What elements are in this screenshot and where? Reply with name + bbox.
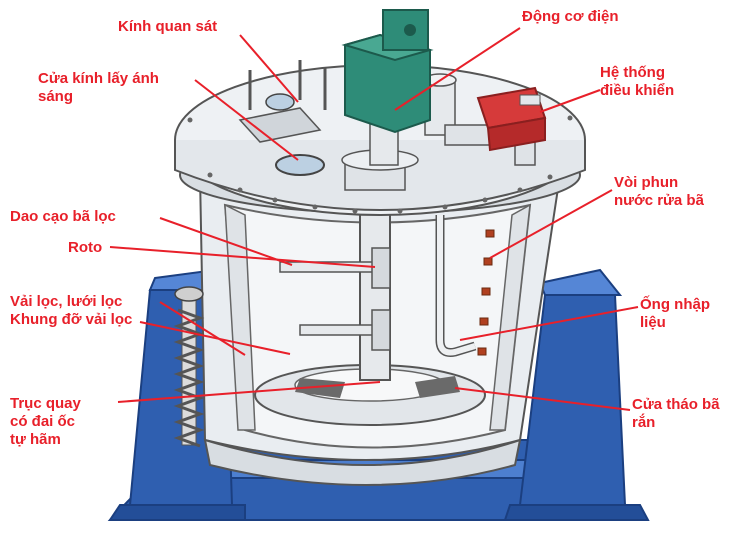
label-he-thong-line2: điều khiển bbox=[600, 82, 675, 99]
control-box bbox=[476, 86, 547, 152]
label-cua-kinh-line2: sáng bbox=[38, 88, 74, 105]
label-ong-nhap-line1: Ống nhập bbox=[640, 296, 710, 313]
leader-truc-quay bbox=[117, 381, 381, 403]
label-truc-quay-line1: Trục quay bbox=[10, 395, 81, 412]
label-roto: Roto bbox=[68, 239, 102, 257]
label-vai-loc: Vải lọc, lưới lọc Khung đỡ vải lọc bbox=[10, 293, 132, 329]
leader-roto bbox=[109, 246, 376, 268]
label-dong-co: Động cơ điện bbox=[522, 8, 619, 26]
leader-ong-nhap bbox=[459, 306, 639, 341]
label-vai-loc-line1: Vải lọc, lưới lọc bbox=[10, 293, 123, 310]
label-cua-thao-line2: rắn bbox=[632, 414, 656, 431]
leader-lines bbox=[109, 27, 639, 411]
label-ong-nhap: Ống nhập liệu bbox=[640, 296, 710, 332]
label-voi-phun-line2: nước rửa bã bbox=[614, 192, 704, 209]
leader-dao-cao bbox=[159, 217, 293, 266]
label-truc-quay: Trục quay có đai ốc tự hãm bbox=[10, 395, 81, 449]
leader-vai-loc-2 bbox=[139, 321, 291, 355]
label-kinh-quan-sat: Kính quan sát bbox=[118, 18, 217, 36]
label-truc-quay-line2: có đai ốc bbox=[10, 413, 76, 430]
label-roto-line1: Roto bbox=[68, 239, 103, 256]
label-kinh-quan-sat-line1: Kính quan sát bbox=[118, 18, 218, 35]
label-voi-phun-line1: Vòi phun bbox=[614, 174, 679, 191]
label-cua-thao-line1: Cửa tháo bã bbox=[632, 396, 720, 413]
label-he-thong: Hệ thống điều khiển bbox=[600, 64, 674, 100]
label-voi-phun: Vòi phun nước rửa bã bbox=[614, 174, 704, 210]
leader-he-thong bbox=[539, 89, 601, 113]
motor bbox=[341, 9, 434, 134]
label-ong-nhap-line2: liệu bbox=[640, 314, 666, 331]
label-cua-kinh-line1: Cửa kính lấy ánh bbox=[38, 70, 159, 87]
leader-cua-thao bbox=[454, 387, 631, 411]
leader-kinh-quan-sat bbox=[239, 34, 299, 103]
label-dong-co-line1: Động cơ điện bbox=[522, 8, 619, 25]
label-truc-quay-line3: tự hãm bbox=[10, 431, 61, 448]
label-he-thong-line1: Hệ thống bbox=[600, 64, 665, 81]
leader-vai-loc-1 bbox=[159, 301, 246, 356]
label-cua-thao: Cửa tháo bã rắn bbox=[632, 396, 720, 432]
label-dao-cao: Dao cạo bã lọc bbox=[10, 208, 116, 226]
label-vai-loc-line2: Khung đỡ vải lọc bbox=[10, 311, 133, 328]
leader-voi-phun bbox=[489, 189, 613, 259]
label-dao-cao-line1: Dao cạo bã lọc bbox=[10, 208, 116, 225]
right-support-column bbox=[503, 268, 650, 521]
label-cua-kinh: Cửa kính lấy ánh sáng bbox=[38, 70, 159, 106]
leader-cua-kinh bbox=[194, 79, 299, 161]
leader-dong-co bbox=[394, 27, 521, 111]
